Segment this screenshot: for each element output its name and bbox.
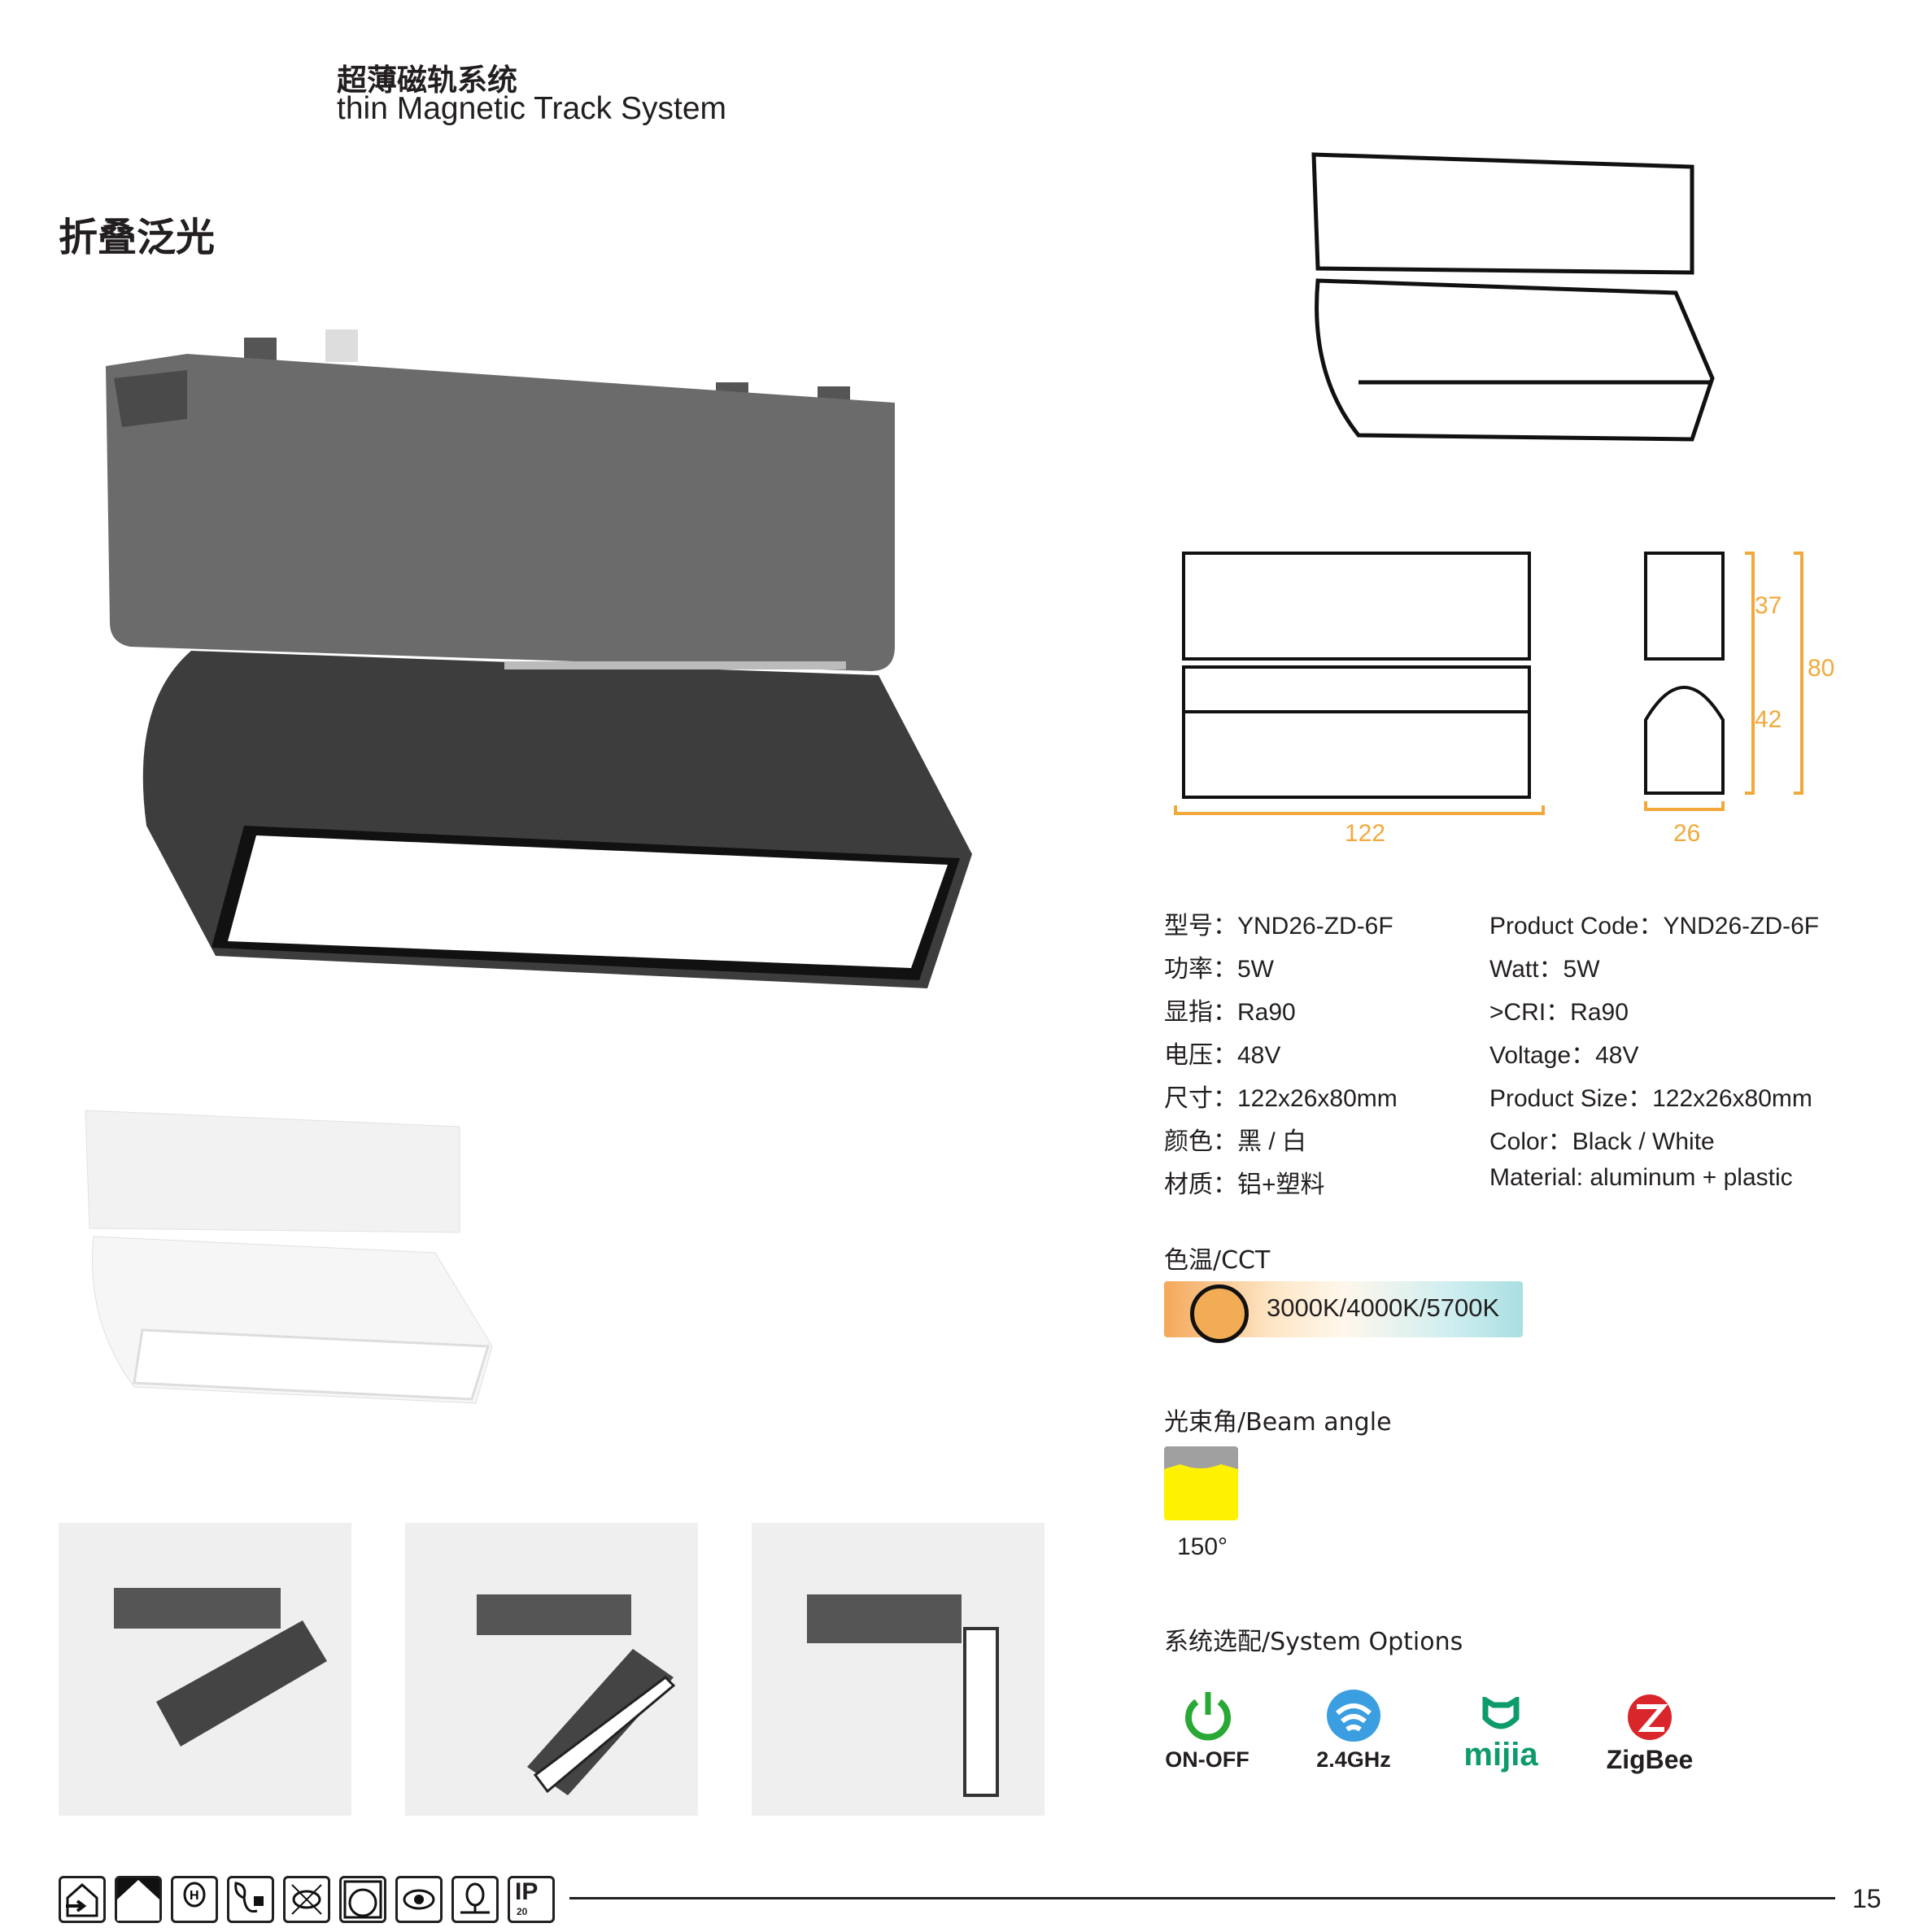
option-2-4ghz: 2.4GHz	[1316, 1747, 1391, 1772]
dim-height-top: 37	[1755, 592, 1782, 619]
option-zigbee: ZigBee	[1606, 1745, 1694, 1774]
spec-en-material: Material: aluminum + plastic	[1489, 1164, 1793, 1191]
ip20-icon: IP 20	[508, 1876, 555, 1923]
spec-cn-size: 尺寸：122x26x80mm	[1164, 1085, 1398, 1112]
product-image-white	[85, 1110, 493, 1404]
halogen-free-icon: H	[171, 1876, 218, 1923]
angle-thumbnail-1	[59, 1523, 351, 1816]
spec-en-size: Product Size：122x26x80mm	[1489, 1085, 1812, 1112]
beam-angle-icon	[1164, 1446, 1238, 1520]
title-en: thin Magnetic Track System	[337, 91, 727, 126]
angle-thumbnail-2	[405, 1523, 698, 1816]
option-on-off: ON-OFF	[1165, 1747, 1249, 1772]
mijia-icon	[1482, 1697, 1520, 1729]
svg-text:H: H	[190, 1889, 199, 1903]
cct-bar: 3000K/4000K/5700K	[1164, 1281, 1523, 1343]
dim-height-bottom: 42	[1755, 706, 1782, 733]
spec-en-cri: >CRI：Ra90	[1489, 999, 1629, 1026]
front-view-drawing	[1174, 552, 1545, 815]
product-image-black	[106, 329, 972, 988]
dim-length: 122	[1345, 820, 1386, 847]
wifi-icon	[1327, 1690, 1380, 1742]
spec-en-watt: Watt：5W	[1489, 956, 1600, 983]
footer-divider	[569, 1897, 1835, 1899]
sun-icon	[1190, 1284, 1249, 1343]
anti-glare-icon	[283, 1876, 330, 1923]
beam-pattern-icon	[339, 1876, 386, 1923]
ip-label: IP	[515, 1878, 539, 1905]
ip-rating: 20	[517, 1906, 528, 1917]
beam-label: 光束角/Beam angle	[1164, 1408, 1392, 1437]
beam-value: 150°	[1177, 1533, 1228, 1560]
angle-thumbnail-3	[752, 1523, 1045, 1816]
dim-width: 26	[1673, 820, 1701, 847]
spec-en-voltage: Voltage：48V	[1489, 1042, 1639, 1069]
eco-plug-icon	[227, 1876, 274, 1923]
option-mijia: mijia	[1463, 1737, 1538, 1773]
dim-height-total: 80	[1808, 655, 1835, 682]
eye-comfort-icon	[395, 1876, 443, 1923]
options-label: 系统选配/System Options	[1164, 1628, 1463, 1656]
section-title: 折叠泛光	[59, 215, 216, 260]
title-cn: 超薄磁轨系统	[337, 63, 517, 98]
spec-cn-material: 材质：铝+塑料	[1164, 1171, 1325, 1198]
spec-cn-code: 型号：YND26-ZD-6F	[1164, 913, 1393, 940]
spec-cn-voltage: 电压：48V	[1164, 1042, 1281, 1069]
spec-cn-color: 颜色：黑 / 白	[1164, 1128, 1307, 1155]
zigbee-icon	[1628, 1694, 1672, 1740]
cct-value: 3000K/4000K/5700K	[1267, 1293, 1500, 1322]
line-drawing-iso	[1311, 152, 1715, 442]
spec-en-color: Color：Black / White	[1489, 1128, 1715, 1155]
page-number: 15	[1852, 1884, 1882, 1913]
indoor-icon	[59, 1876, 106, 1923]
spec-en-code: Product Code：YND26-ZD-6F	[1489, 913, 1820, 940]
spec-cn-cri: 显指：Ra90	[1164, 999, 1296, 1026]
surface-mount-icon	[115, 1876, 162, 1923]
lamp-icon	[451, 1876, 499, 1923]
spec-cn-watt: 功率：5W	[1164, 956, 1274, 983]
power-icon	[1185, 1692, 1231, 1741]
side-view-drawing	[1644, 552, 1803, 811]
cct-label: 色温/CCT	[1164, 1246, 1271, 1275]
